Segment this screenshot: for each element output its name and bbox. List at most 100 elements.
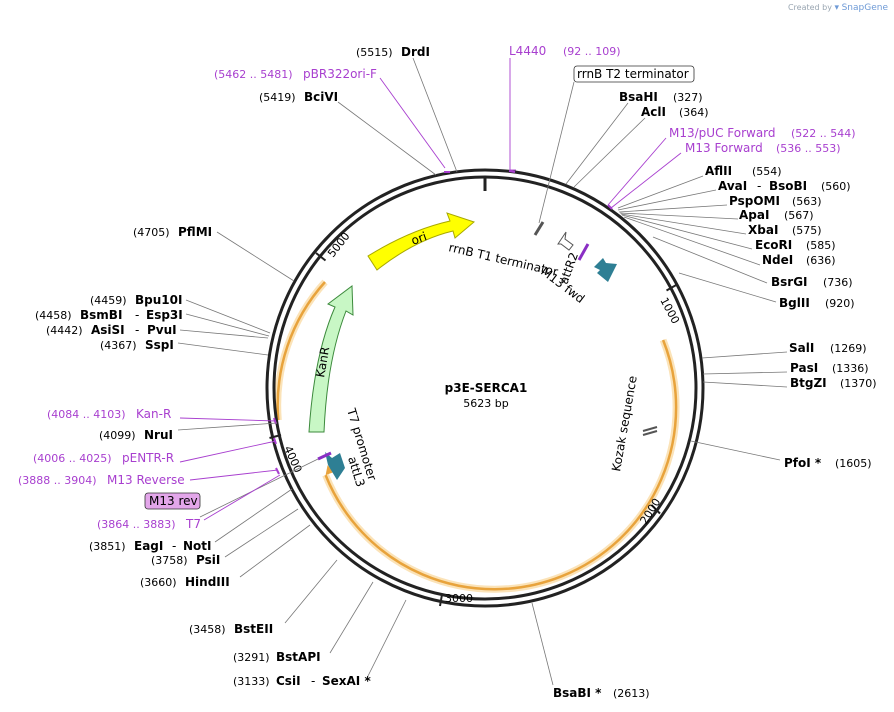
primer-pentr-pos: (4006 .. 4025) (33, 452, 112, 465)
site-eagi-pos: (3851) (89, 540, 126, 553)
m13-fwd-marker (577, 243, 590, 261)
tick-label-4000: 4000 (281, 444, 304, 475)
site-bcivi-pos: (5419) (259, 91, 296, 104)
site-bcivi-name: BciVI (304, 90, 338, 104)
site-bsrgi-pos: (736) (823, 276, 853, 289)
primer-m13rev-pos: (3888 .. 3904) (18, 474, 97, 487)
site-apai-pos: (567) (784, 209, 814, 222)
m13-rev-label-box (144, 492, 201, 510)
site-bglii-name: BglII (779, 296, 810, 310)
primer-m13fwd-pos: (536 .. 553) (776, 142, 841, 155)
site-ndei-name: NdeI (762, 253, 793, 267)
site-bsteii-name: BstEII (234, 622, 273, 636)
site-sali-name: SalI (789, 341, 814, 355)
site-pspomi-name: PspOMI (729, 194, 780, 208)
site-bsmbi-name: BsmBI (80, 308, 122, 322)
svg-text:-: - (757, 179, 761, 193)
primer-m13puc-pos: (522 .. 544) (791, 127, 856, 140)
site-aflii-pos: (554) (752, 165, 782, 178)
plasmid-length: 5623 bp (463, 397, 508, 410)
orf-band-2 (276, 281, 326, 421)
t7-marker (317, 451, 332, 461)
primer-kanr-name: Kan-R (136, 407, 171, 421)
orf-band (324, 339, 678, 591)
site-bsobi-name: BsoBI (769, 179, 807, 193)
site-btgzi-pos: (1370) (840, 377, 877, 390)
site-hindiii-pos: (3660) (140, 576, 177, 589)
svg-text:-: - (311, 674, 315, 688)
site-bsabi-pos: (2613) (613, 687, 650, 700)
primer-pbr322-name: pBR322ori-F (303, 67, 377, 81)
primer-m13puc-name: M13/pUC Forward (669, 126, 776, 140)
site-pfoi-name: PfoI * (784, 456, 822, 470)
site-esp3i-name: Esp3I (146, 308, 183, 322)
site-pasi-name: PasI (790, 361, 818, 375)
site-bsteii-pos: (3458) (189, 623, 226, 636)
site-bsabi-name: BsaBI * (553, 686, 602, 700)
site-eagi-name: EagI (134, 539, 163, 553)
site-sexai-name: SexAI * (322, 674, 371, 688)
primer-m13rev-name: M13 Reverse (107, 473, 185, 487)
site-pasi-pos: (1336) (832, 362, 869, 375)
feature-label-kanr: KanR (313, 346, 332, 379)
site-xbai-pos: (575) (792, 224, 822, 237)
svg-text:-: - (172, 539, 176, 553)
site-btgzi-name: BtgZI (790, 376, 827, 390)
primer-marks (273, 170, 613, 475)
site-ecori-name: EcoRI (755, 238, 792, 252)
site-ecori-pos: (585) (806, 239, 836, 252)
primer-leader-lines (179, 58, 682, 521)
rrnb-t2-label-box (573, 65, 695, 83)
site-pspomi-pos: (563) (792, 195, 822, 208)
site-sspi-pos: (4367) (100, 339, 137, 352)
site-ndei-pos: (636) (806, 254, 836, 267)
site-drdi-pos: (5515) (356, 46, 393, 59)
m13-rev-label: M13 rev (149, 494, 198, 508)
site-psii-pos: (3758) (151, 554, 188, 567)
snapgene-logo-icon: ▾ (834, 3, 840, 13)
leader-lines (177, 57, 788, 686)
ori-arrow (367, 212, 476, 271)
site-pflmi-pos: (4705) (133, 226, 170, 239)
rrnb-t1-arrow (557, 231, 574, 251)
feature-label-ori: ori (409, 229, 428, 247)
primer-t7-name: T7 (185, 517, 201, 531)
rrnb-t2-marker (533, 221, 545, 236)
primer-pbr322-pos: (5462 .. 5481) (214, 68, 293, 81)
backbone-outer (265, 168, 705, 608)
site-bpu10i-pos: (4459) (90, 294, 127, 307)
attr2-arrow (594, 258, 617, 282)
site-asisi-pos: (4442) (46, 324, 83, 337)
credit-brand: SnapGene (841, 3, 888, 13)
site-bstapi-name: BstAPI (276, 650, 321, 664)
site-sspi-name: SspI (145, 338, 174, 352)
site-avai-name: AvaI (718, 179, 747, 193)
primer-l4440-pos: (92 .. 109) (563, 45, 621, 58)
plasmid-name: p3E-SERCA1 (445, 381, 528, 395)
site-csii-pos: (3133) (233, 675, 270, 688)
primer-kanr-pos: (4084 .. 4103) (47, 408, 126, 421)
site-sali-pos: (1269) (830, 342, 867, 355)
site-drdi-name: DrdI (401, 45, 430, 59)
snapgene-credit: Created by ▾ SnapGene (788, 3, 888, 13)
site-bpu10i-name: Bpu10I (135, 293, 182, 307)
primer-m13fwd-name: M13 Forward (685, 141, 763, 155)
site-bsahi-pos: (327) (673, 91, 703, 104)
site-avai-pos: (560) (821, 180, 851, 193)
site-nrui-pos: (4099) (99, 429, 136, 442)
site-pfoi-pos: (1605) (835, 457, 872, 470)
site-xbai-name: XbaI (748, 223, 778, 237)
site-csii-name: CsiI (276, 674, 301, 688)
attl3-arrow (325, 452, 345, 480)
site-bstapi-pos: (3291) (233, 651, 270, 664)
orf-arrowhead (325, 465, 334, 476)
site-aflii-name: AflII (705, 164, 732, 178)
restriction-sites: (5515) DrdI (5419) BciVI BsaHI (327) Acl… (35, 45, 877, 700)
site-bsahi-name: BsaHI (619, 90, 658, 104)
feature-label-attr2: attR2 (557, 250, 581, 286)
site-acli-name: AclI (641, 105, 666, 119)
site-bsrgi-name: BsrGI (771, 275, 808, 289)
primer-pentr-name: pENTR-R (122, 451, 174, 465)
kozak-marker (642, 426, 658, 432)
